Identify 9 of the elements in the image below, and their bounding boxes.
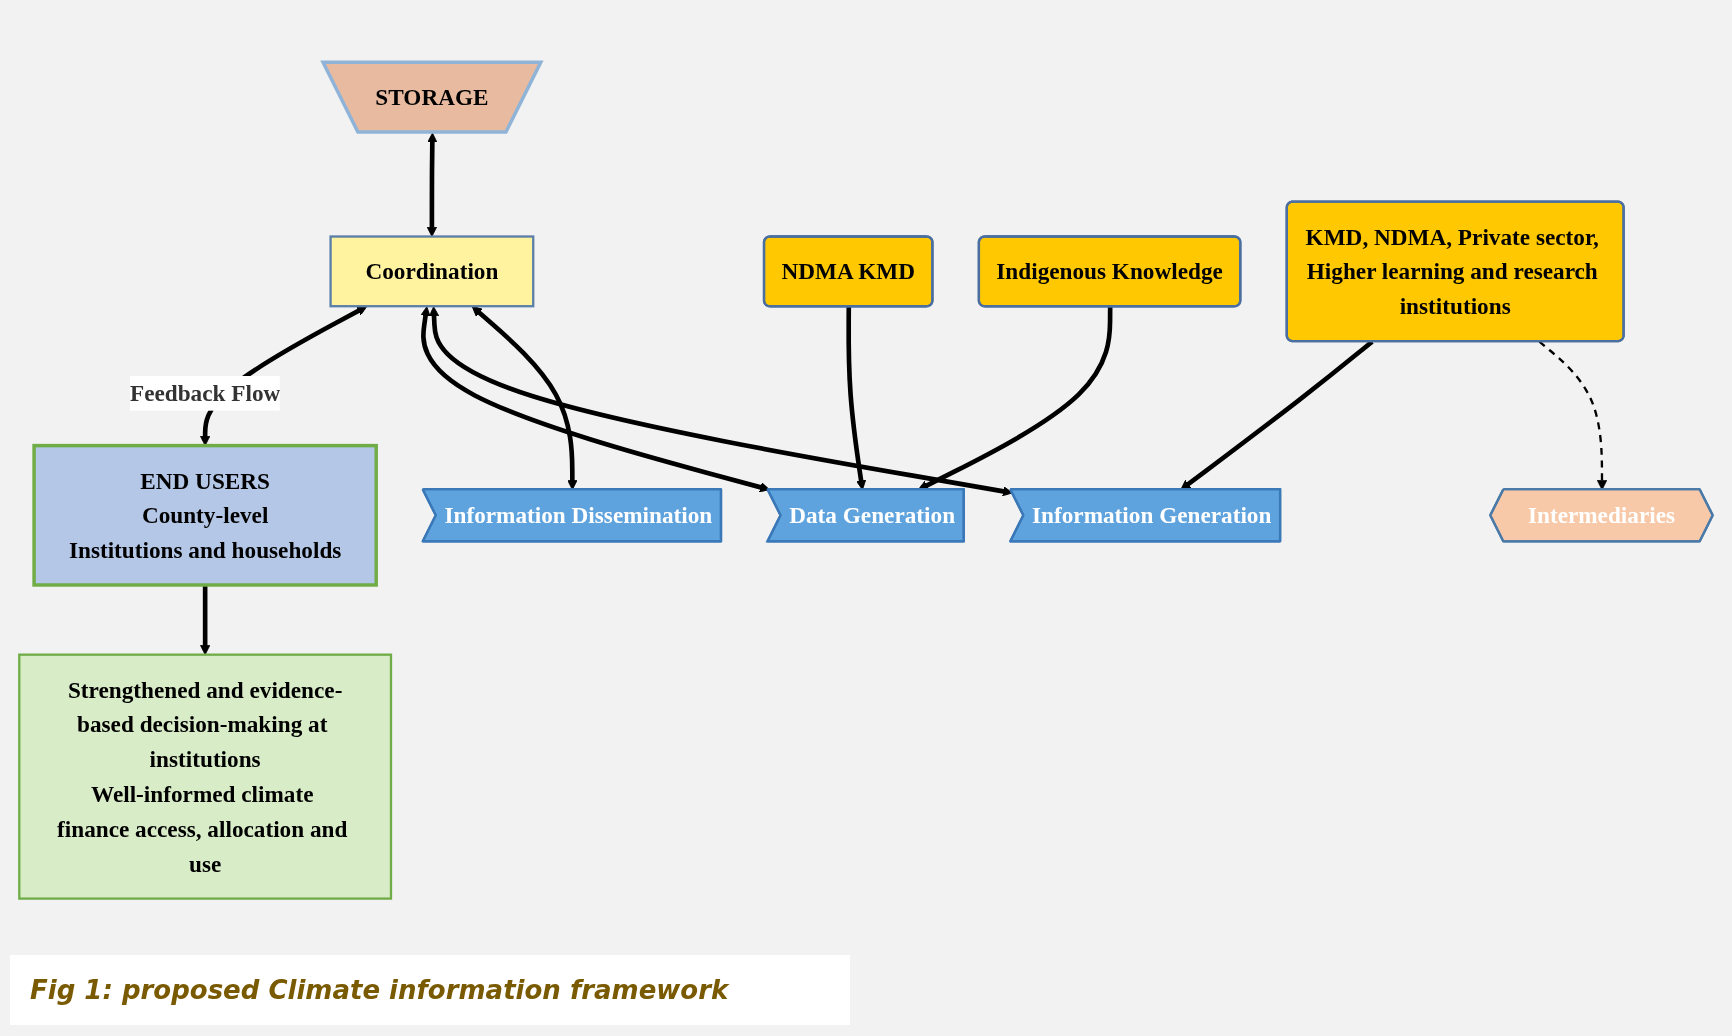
node-box: END USERS County-level Institutions and households <box>32 443 378 587</box>
node-box: Coordination <box>329 234 535 307</box>
figure-caption: Fig 1: proposed Climate information framework <box>29 975 729 1005</box>
node-box: Strengthened and evidence-based decision-making at institutions Well-informed climate finance access, allocation and use <box>18 653 393 900</box>
arrow <box>426 132 438 237</box>
arrow <box>428 305 1013 496</box>
arrow <box>420 305 770 492</box>
arrow <box>200 584 211 655</box>
edge-label: Feedback Flow <box>129 380 281 406</box>
